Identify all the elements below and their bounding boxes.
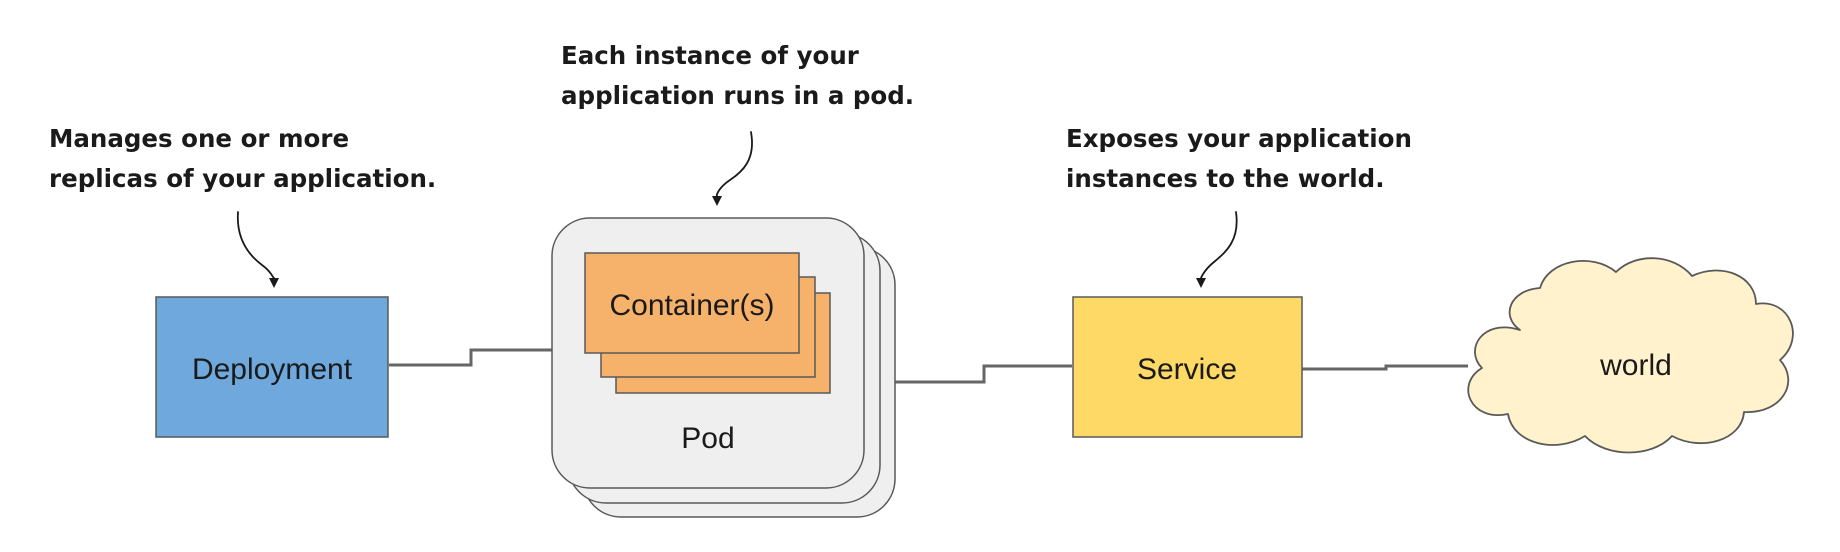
connector-pod-service (895, 364, 1072, 384)
service-box (1072, 296, 1303, 438)
connectors (389, 348, 1468, 384)
deployment-annotation: Manages one or more replicas of your app… (49, 124, 436, 288)
service-pointer-arrow (1200, 211, 1238, 279)
service-annotation: Exposes your application instances to th… (1066, 124, 1412, 288)
deployment-annotation-line-2: replicas of your application. (49, 164, 436, 193)
pod-arrowhead-icon (712, 196, 722, 206)
container-label: Container(s) (609, 289, 774, 322)
pod-annotation-line-1: Each instance of your (561, 41, 860, 70)
deployment-annotation-line-1: Manages one or more (49, 124, 349, 153)
connector-deployment-pod (389, 348, 552, 367)
deployment-arrowhead-icon (269, 278, 279, 288)
service-annotation-line-2: instances to the world. (1066, 164, 1385, 193)
service-node: Service (1072, 296, 1303, 438)
container-card-front (584, 252, 800, 354)
service-annotation-line-1: Exposes your application (1066, 124, 1412, 153)
container-stack: Container(s) (584, 252, 831, 394)
world-node: world (1467, 257, 1794, 454)
pod-pointer-arrow (715, 131, 753, 197)
pod-node: Container(s) Pod (551, 217, 896, 518)
deployment-label: Deployment (192, 353, 353, 386)
pod-annotation: Each instance of your application runs i… (561, 41, 914, 206)
pod-label: Pod (681, 422, 734, 455)
service-arrowhead-icon (1196, 278, 1206, 288)
deployment-pointer-arrow (237, 211, 275, 280)
world-cloud-shape (1467, 257, 1794, 454)
pod-annotation-line-2: application runs in a pod. (561, 81, 914, 110)
deployment-box (155, 296, 389, 438)
world-label: world (1599, 349, 1672, 382)
deployment-node: Deployment (155, 296, 389, 438)
service-label: Service (1137, 353, 1237, 386)
connector-service-world (1302, 364, 1468, 371)
